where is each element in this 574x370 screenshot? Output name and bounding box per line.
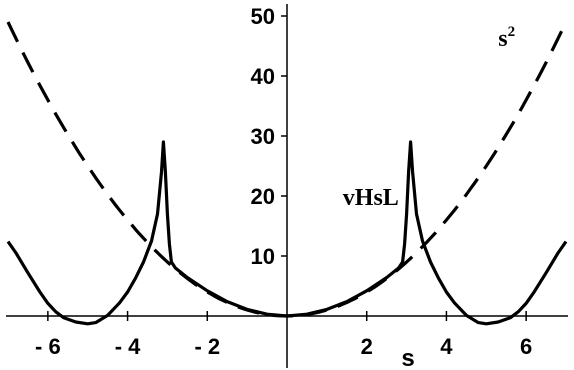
series-layer xyxy=(6,21,568,326)
y-tick-label: 30 xyxy=(251,124,275,149)
y-tick-label: 50 xyxy=(251,4,275,29)
series-label-s-squared-base: s xyxy=(498,26,507,52)
series-label-s-squared-exponent: 2 xyxy=(508,24,516,40)
x-tick-label: - 4 xyxy=(115,334,141,359)
axes xyxy=(6,4,568,368)
x-tick-label: 2 xyxy=(361,334,373,359)
x-tick-label: 4 xyxy=(440,334,453,359)
series-line-s-squared xyxy=(6,21,568,318)
x-ticks: - 6 - 4 - 2 2 4 6 xyxy=(35,311,532,359)
series-label-s-squared: s2 xyxy=(498,24,515,52)
y-ticks: 10 20 30 40 50 xyxy=(251,4,287,269)
y-tick-label: 40 xyxy=(251,64,275,89)
x-axis-title: s xyxy=(401,345,414,370)
x-tick-label: - 6 xyxy=(35,334,61,359)
x-tick-label: - 2 xyxy=(194,334,220,359)
annotation-layer: vHsL s2 s xyxy=(343,24,515,370)
y-tick-label: 20 xyxy=(251,184,275,209)
y-tick-label: 10 xyxy=(251,244,275,269)
x-tick-label: 6 xyxy=(520,334,532,359)
series-label-v: vHsL xyxy=(343,185,399,211)
